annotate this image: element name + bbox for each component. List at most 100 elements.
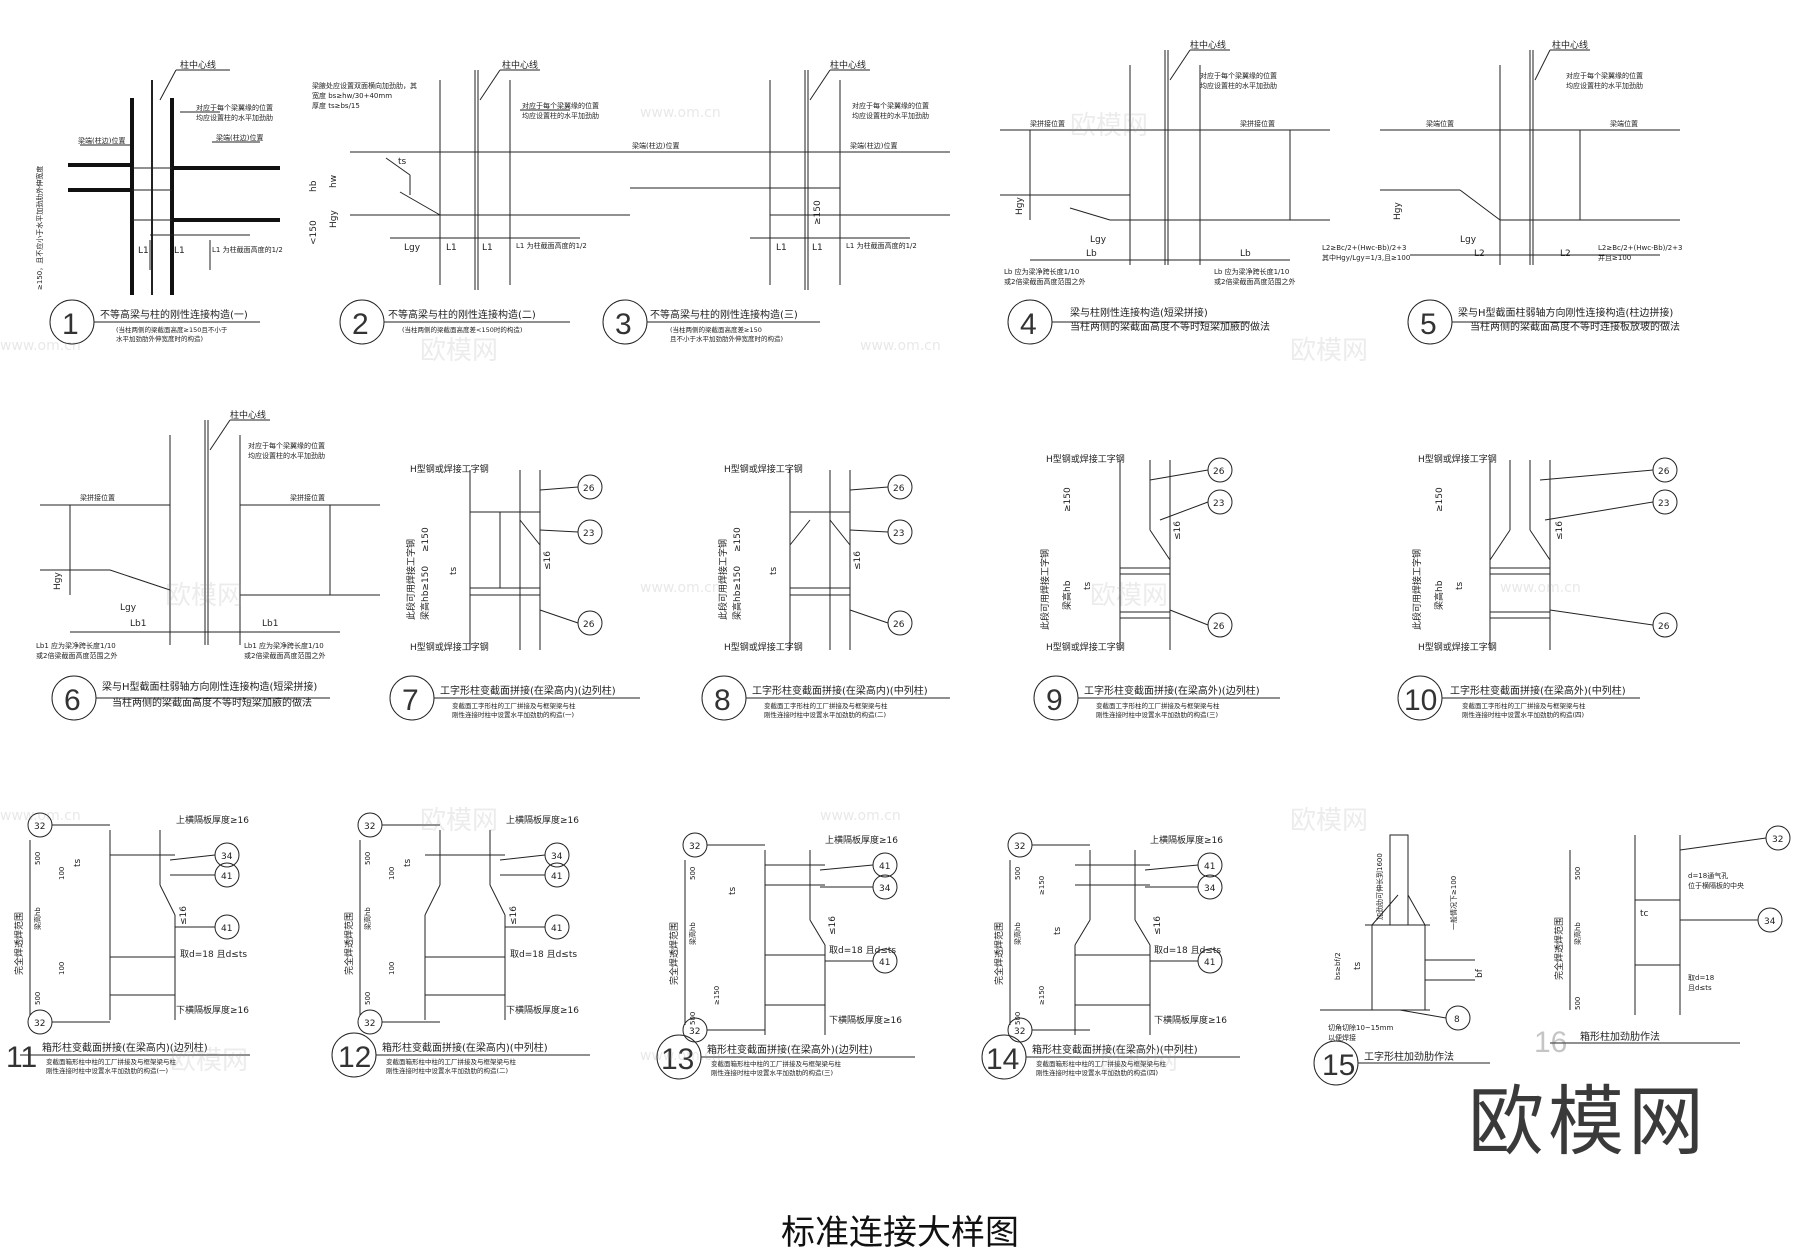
detail-subcaption: 当柱两侧的梁截面高度不等时短梁加腋的做法 — [1070, 320, 1270, 333]
dim-label: ≥150 — [813, 200, 823, 225]
dim-label: 500 — [364, 852, 372, 865]
note-text: 梁端(柱边)位置 — [216, 133, 263, 142]
note-text: Lb 应为梁净跨长度1/10 — [1004, 267, 1079, 276]
note-text: 梁拼接位置 — [1240, 119, 1275, 128]
detail-3-drawing: 3 柱中心线 对应于每个梁翼缘的位置 均应设置柱的水平加劲肋 梁端(柱边)位置 … — [602, 59, 950, 345]
note-text: 对应于每个梁翼缘的位置 — [196, 103, 273, 112]
note-text: 此段可用焊接工字钢 — [405, 539, 417, 620]
detail-10-drawing: 10 H型钢或焊接工字钢 H型钢或焊接工字钢 此段可用焊接工字钢 ≥150 梁高… — [1397, 453, 1678, 721]
note-text: 完全焊透焊范围 — [13, 912, 25, 975]
dim-label: ≥150 — [1435, 487, 1445, 512]
note-text: 均应设置柱的水平加劲肋 — [248, 451, 325, 460]
dim-label: 梁高hb — [688, 922, 697, 945]
dim-label: Lgy — [120, 603, 137, 613]
note-text: 切角切除10~15mm — [1328, 1023, 1393, 1032]
detail-subcaption: (当柱两侧的梁截面高度差≥150 — [670, 325, 762, 334]
detail-9: 9 H型钢或焊接工字钢 H型钢或焊接工字钢 此段可用焊接工字钢 ≥150 梁高h… — [1030, 450, 1360, 730]
dim-label: 梁高hb — [1573, 922, 1582, 945]
dim-label: ≤16 — [1173, 521, 1183, 540]
detail-caption: 不等高梁与柱的刚性连接构造(一) — [100, 308, 248, 321]
weld-symbol: 26 — [1658, 467, 1670, 477]
detail-12-number: 12 — [338, 1041, 371, 1074]
weld-symbol: 26 — [583, 620, 595, 630]
column-centerline-label: 柱中心线 — [502, 59, 538, 71]
weld-symbol: 41 — [221, 924, 232, 934]
watermark-url: www.om.cn — [820, 808, 901, 824]
dim-label: 梁高hb — [363, 907, 372, 930]
note-text: 均应设置柱的水平加劲肋 — [852, 111, 929, 120]
detail-subcaption: 变截面箱形柱中柱的工厂拼接及与框架梁与柱 — [46, 1057, 177, 1066]
note-text: 梁端(柱边)位置 — [632, 141, 679, 150]
dim-label: 梁高hb — [1061, 580, 1073, 610]
dim-label: 500 — [1574, 997, 1582, 1010]
detail-caption: 箱形柱变截面拼接(在梁高内)(中列柱) — [382, 1041, 548, 1054]
dim-label: Lgy — [1090, 235, 1107, 245]
note-text: 完全焊透焊范围 — [1553, 917, 1565, 980]
dim-label: ts — [728, 886, 738, 895]
dim-label: 100 — [388, 962, 396, 975]
detail-9-number: 9 — [1046, 684, 1063, 717]
watermark: 欧模网 — [1290, 336, 1369, 366]
detail-16-number: 16 — [1534, 1026, 1567, 1059]
detail-subcaption: 变截面箱形柱中柱的工厂拼接及与框架梁与柱 — [1036, 1059, 1167, 1068]
dim-label: L2 — [1560, 249, 1571, 259]
note-text: 且d≤ts — [1688, 984, 1712, 992]
note-text: H型钢或焊接工字钢 — [1418, 453, 1497, 465]
dim-label: Lb — [1086, 249, 1097, 259]
detail-1-number: 1 — [62, 308, 79, 341]
detail-subcaption: 变截面工字形柱的工厂拼接及与框架梁与柱 — [1096, 701, 1220, 710]
detail-2-number: 2 — [352, 308, 369, 341]
watermark-url: www.om.cn — [0, 808, 81, 824]
weld-symbol: 41 — [879, 862, 890, 872]
dim-label: 100 — [58, 867, 66, 880]
note-text: 下横隔板厚度≥16 — [1154, 1014, 1227, 1026]
note-text: 取d=18 且d≤ts — [510, 949, 577, 960]
watermark: 欧模网 — [165, 581, 244, 611]
detail-8-drawing: 8 H型钢或焊接工字钢 H型钢或焊接工字钢 此段可用焊接工字钢 ≥150 梁高h… — [701, 463, 950, 721]
detail-5: 5 柱中心线 对应于每个梁翼缘的位置 均应设置柱的水平加劲肋 梁端位置 梁端位置… — [1322, 30, 1780, 360]
detail-16: d=18通气孔 位于横隔板的中央 完全焊透焊范围 500 500 梁高hb tc… — [1534, 820, 1791, 1090]
dim-label: L1 — [138, 246, 149, 256]
detail-2-drawing: 2 柱中心线 对应于每个梁翼缘的位置 均应设置柱的水平加劲肋 梁腋处应设置双面横… — [309, 59, 630, 345]
detail-subcaption: (当柱两侧的梁截面高度差<150时的构造) — [402, 325, 522, 334]
dim-label: 500 — [1014, 1012, 1022, 1025]
note-text: 均应设置柱的水平加劲肋 — [196, 113, 273, 122]
watermark-url: www.om.cn — [640, 1048, 721, 1064]
weld-symbol: 34 — [879, 884, 891, 894]
watermark: 欧模网 — [170, 1046, 249, 1076]
dim-label: ≥150 — [1038, 986, 1046, 1005]
detail-subcaption: 变截面工字形柱的工厂拼接及与框架梁与柱 — [452, 701, 576, 710]
detail-13: 13 上横隔板厚度≥16 下横隔板厚度≥16 完全焊透焊范围 500 500 梁… — [655, 825, 955, 1095]
detail-subcaption: 刚性连接时柱中设置水平加劲肋的构造(一) — [46, 1066, 168, 1075]
weld-symbol: 23 — [1658, 499, 1669, 509]
watermark: 欧模网 — [1100, 1046, 1179, 1076]
column-centerline-label: 柱中心线 — [1552, 39, 1588, 51]
weld-symbol: 41 — [1204, 862, 1215, 872]
dim-label: 100 — [388, 867, 396, 880]
detail-caption: 工字形柱变截面拼接(在梁高内)(边列柱) — [440, 684, 616, 697]
detail-14-drawing: 14 上横隔板厚度≥16 下横隔板厚度≥16 完全焊透焊范围 500 500 梁… — [981, 832, 1240, 1080]
weld-symbol: 26 — [1658, 622, 1670, 632]
weld-symbol: 32 — [34, 822, 45, 832]
detail-caption: 梁与H型截面柱弱轴方向刚性连接构造(柱边拼接) — [1458, 306, 1673, 319]
note-text: 均应设置柱的水平加劲肋 — [522, 111, 599, 120]
detail-caption: 不等高梁与柱的刚性连接构造(二) — [388, 308, 536, 321]
dim-label: ≥150 — [1038, 876, 1046, 895]
dim-label: 500 — [34, 852, 42, 865]
note-text: 梁端(柱边)位置 — [78, 136, 125, 145]
detail-caption: 工字形柱变截面拼接(在梁高外)(边列柱) — [1084, 684, 1260, 697]
note-text: H型钢或焊接工字钢 — [724, 641, 803, 653]
detail-subcaption: 刚性连接时柱中设置水平加劲肋的构造(二) — [386, 1066, 508, 1075]
detail-caption: 工字形柱加劲肋作法 — [1364, 1050, 1454, 1063]
dim-label: Hgy — [1393, 202, 1403, 220]
detail-subcaption: 刚性连接时柱中设置水平加劲肋的构造(三) — [1096, 710, 1218, 719]
detail-caption: 梁与柱刚性连接构造(短梁拼接) — [1070, 306, 1208, 319]
column-centerline-label: 柱中心线 — [230, 409, 266, 421]
note-text: 对应于每个梁翼缘的位置 — [852, 101, 929, 110]
dim-label: L1 为柱截面高度的1/2 — [516, 241, 587, 250]
weld-symbol: 32 — [689, 1027, 700, 1037]
weld-symbol: 34 — [551, 852, 563, 862]
watermark-url: www.om.cn — [640, 105, 721, 121]
note-text: 取d=18 且d≤ts — [1154, 945, 1221, 956]
